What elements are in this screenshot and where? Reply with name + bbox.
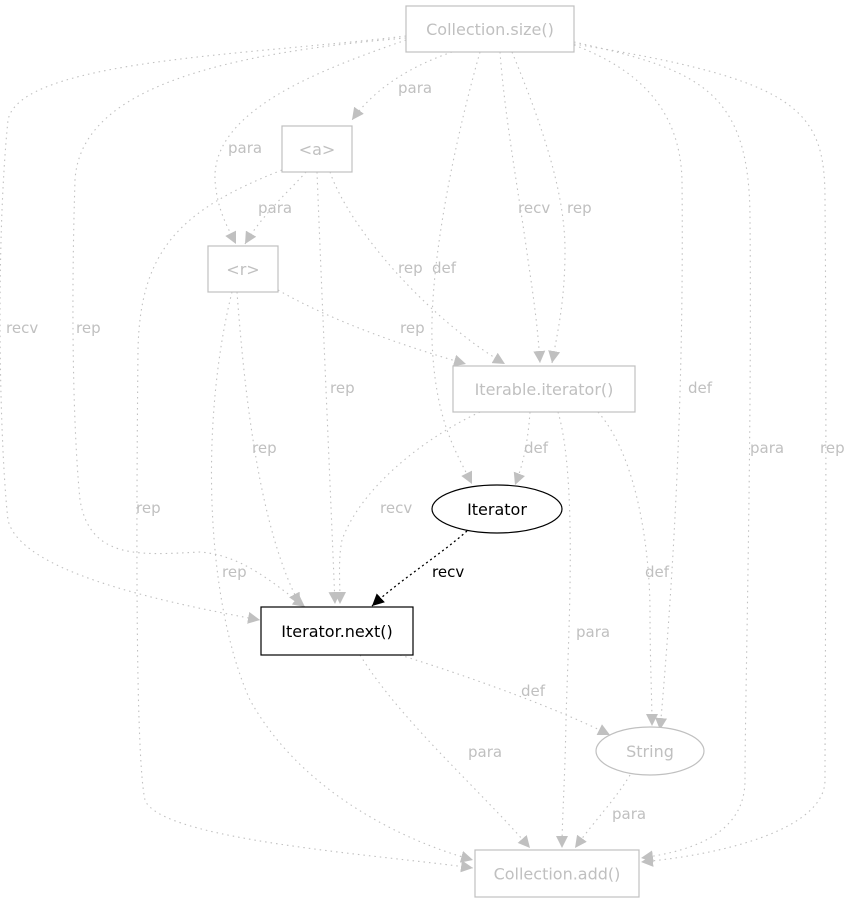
edge-label: recv: [518, 199, 550, 217]
edge-label: rep: [330, 379, 355, 397]
node-label: <a>: [299, 140, 336, 159]
edge-iter_m-to-iterator-def: def: [513, 411, 549, 486]
node-label: Iterator.next(): [281, 622, 392, 641]
edge-label: para: [258, 199, 292, 217]
edge-size-to-string-def: def: [573, 44, 713, 731]
edge-label: def: [521, 682, 546, 700]
edge-line: [277, 289, 467, 367]
edge-line: [399, 654, 611, 736]
edge-string-to-add-para: para: [574, 774, 646, 849]
edge-iter_m-to-add-para: para: [556, 411, 610, 849]
node-box: [452, 365, 636, 413]
edge-r-to-add-rep: rep: [210, 291, 474, 863]
edge-line: [511, 51, 566, 364]
edge-a-to-r-para: para: [244, 171, 307, 245]
edge-line: [0, 35, 407, 624]
edge-label: def: [432, 259, 457, 277]
edge-label: para: [612, 805, 646, 823]
edge-line: [329, 171, 506, 365]
edge-label: def: [645, 563, 670, 581]
node-label: Iterable.iterator(): [475, 380, 614, 399]
edge-size-to-add-para: para: [573, 41, 784, 863]
edge-label: def: [688, 379, 713, 397]
edge-r-to-iter_m-rep: rep: [277, 289, 467, 367]
edge-size-to-r-para: para: [214, 39, 407, 245]
node-a[interactable]: <a>: [281, 125, 353, 173]
edge-next-to-string-def: def: [399, 654, 611, 736]
edge-size-to-add-rep: rep: [573, 43, 845, 867]
edge-line: [556, 411, 571, 849]
edge-size-to-iterator-def: def: [431, 51, 481, 485]
node-label: Iterator: [467, 500, 527, 519]
node-r[interactable]: <r>: [207, 245, 279, 293]
node-size[interactable]: Collection.size(): [405, 5, 575, 53]
node-box: [260, 606, 414, 656]
edge-label: para: [750, 439, 784, 457]
node-iterator[interactable]: Iterator: [431, 484, 563, 534]
edge-label: para: [468, 743, 502, 761]
edge-iterator-to-next-recv: recv: [371, 530, 468, 607]
edge-label: rep: [400, 319, 425, 337]
edge-size-to-next-recv: recv: [0, 35, 407, 624]
node-label: Collection.size(): [426, 20, 554, 39]
edge-size-to-iter_m-recv: recv: [499, 51, 550, 364]
node-box: [405, 5, 575, 53]
edge-label: rep: [567, 199, 592, 217]
edge-line: [136, 169, 474, 873]
edge-label: rep: [222, 563, 247, 581]
edge-line: [573, 43, 827, 867]
edge-iter_m-to-next-recv: recv: [333, 411, 481, 605]
edge-label: para: [398, 79, 432, 97]
edge-size-to-iter_m-rep: rep: [511, 51, 592, 364]
nodes-layer: Collection.size() <a> <r> Iterable.iterator…: [207, 5, 705, 898]
edge-label: rep: [820, 439, 845, 457]
edge-line: [351, 51, 453, 121]
edge-iter_m-to-string-def: def: [597, 411, 670, 727]
edge-a-to-next-rep: rep: [316, 171, 355, 605]
edge-a-to-add-rep: rep: [136, 169, 474, 873]
edge-label: rep: [398, 259, 423, 277]
node-add[interactable]: Collection.add(): [474, 849, 640, 898]
edge-label: recv: [432, 563, 464, 581]
edge-label: para: [576, 623, 610, 641]
node-next[interactable]: Iterator.next(): [260, 606, 414, 656]
edge-label: rep: [252, 439, 277, 457]
edge-line: [597, 411, 658, 727]
edge-line: [513, 411, 531, 486]
edge-label: recv: [6, 319, 38, 337]
edge-r-to-next-rep: rep: [236, 291, 301, 606]
edge-line: [359, 654, 531, 849]
edge-label: para: [228, 139, 262, 157]
edge-label: recv: [380, 499, 412, 517]
edge-next-to-add-para: para: [359, 654, 531, 849]
edge-label: rep: [76, 319, 101, 337]
node-iter_m[interactable]: Iterable.iterator(): [452, 365, 636, 413]
edge-label: rep: [136, 499, 161, 517]
node-ellipse: [595, 726, 705, 776]
edge-line: [214, 39, 407, 245]
node-label: String: [626, 742, 674, 761]
node-ellipse: [431, 484, 563, 534]
node-box: [207, 245, 279, 293]
edge-a-to-iter_m-rep: rep: [329, 171, 506, 365]
node-box: [281, 125, 353, 173]
edge-line: [573, 44, 683, 731]
node-label: Collection.add(): [494, 865, 621, 884]
node-label: <r>: [226, 260, 259, 279]
edge-size-to-a-para: para: [351, 51, 453, 121]
edge-size-to-next-rep: rep: [72, 37, 407, 608]
node-string[interactable]: String: [595, 726, 705, 776]
node-box: [474, 849, 640, 898]
edge-line: [333, 411, 481, 605]
edge-label: def: [524, 439, 549, 457]
